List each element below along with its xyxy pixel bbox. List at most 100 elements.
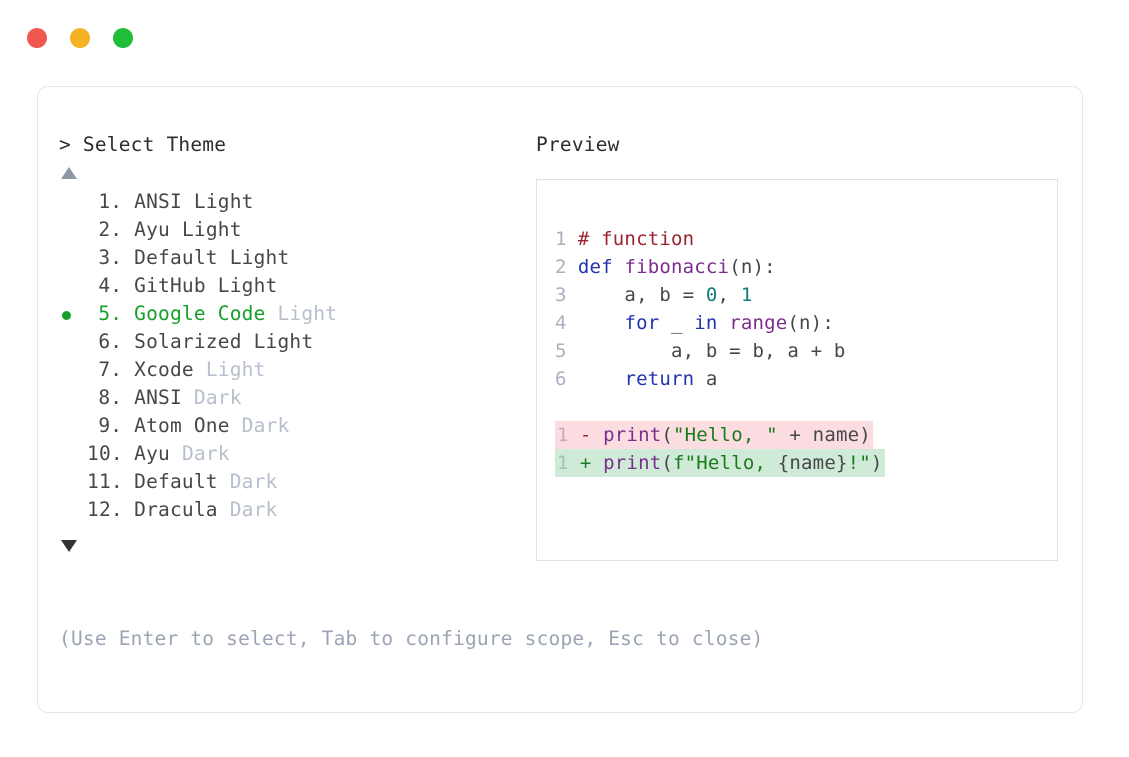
theme-item-variant: Light bbox=[217, 274, 278, 297]
theme-list-item[interactable]: 2. Ayu Light bbox=[59, 216, 529, 244]
line-number: 3 bbox=[555, 284, 567, 306]
theme-item-name: Google Code bbox=[134, 302, 266, 325]
triangle-down-icon[interactable] bbox=[61, 540, 77, 552]
theme-item-number: 9. bbox=[98, 414, 123, 437]
theme-item-variant: Light bbox=[229, 246, 290, 269]
window-minimize-dot[interactable] bbox=[70, 28, 90, 48]
theme-item-name: GitHub bbox=[134, 274, 206, 297]
theme-item-number: 2. bbox=[98, 218, 123, 241]
theme-list-item[interactable]: 12. Dracula Dark bbox=[59, 496, 529, 524]
code-token: a, b = b, a + b bbox=[577, 340, 846, 362]
code-token: "Hello, " bbox=[673, 424, 778, 446]
code-token: (n): bbox=[787, 312, 834, 334]
keyboard-hint: (Use Enter to select, Tab to configure s… bbox=[59, 627, 764, 650]
diff-highlight: 1+ print(f"Hello, {name}!") bbox=[555, 449, 885, 477]
diff-line-add: 1+ print(f"Hello, {name}!") bbox=[537, 449, 1057, 477]
triangle-up-icon[interactable] bbox=[61, 167, 77, 179]
code-token: ( bbox=[661, 452, 673, 474]
theme-item-number: 11. bbox=[87, 470, 123, 493]
theme-item-name: ANSI bbox=[134, 190, 182, 213]
prompt-row: > Select Theme bbox=[59, 133, 529, 157]
code-token: _ bbox=[659, 312, 695, 334]
diff-line-del: 1- print("Hello, " + name) bbox=[537, 421, 1057, 449]
line-number: 2 bbox=[555, 256, 567, 278]
theme-list-item[interactable]: 11. Default Dark bbox=[59, 468, 529, 496]
theme-item-variant: Light bbox=[181, 218, 242, 241]
theme-item-variant: Dark bbox=[181, 442, 230, 465]
theme-item-name: Default bbox=[134, 246, 218, 269]
theme-item-name: ANSI bbox=[134, 386, 182, 409]
code-token: print bbox=[603, 424, 662, 446]
theme-item-number: 10. bbox=[87, 442, 123, 465]
theme-item-variant: Dark bbox=[229, 470, 278, 493]
line-number: 1 bbox=[557, 424, 569, 446]
code-token: (n): bbox=[729, 256, 776, 278]
theme-list-item[interactable]: 3. Default Light bbox=[59, 244, 529, 272]
selected-bullet-icon bbox=[62, 311, 71, 320]
theme-list-item[interactable]: 7. Xcode Light bbox=[59, 356, 529, 384]
code-token: , bbox=[717, 284, 741, 306]
diff-sign: - bbox=[579, 424, 592, 446]
theme-list-item[interactable]: 9. Atom One Dark bbox=[59, 412, 529, 440]
preview-label: Preview bbox=[536, 133, 620, 156]
code-token: ( bbox=[661, 424, 673, 446]
page-title: Select Theme bbox=[82, 133, 227, 156]
line-number: 4 bbox=[555, 312, 567, 334]
code-token: 0 bbox=[705, 284, 718, 306]
theme-item-number: 12. bbox=[87, 498, 123, 521]
code-token: # function bbox=[577, 228, 695, 250]
theme-item-variant: Light bbox=[205, 358, 266, 381]
code-token: range bbox=[729, 312, 788, 334]
code-token: in bbox=[694, 312, 718, 334]
code-token: def bbox=[577, 256, 625, 278]
code-token: for bbox=[624, 312, 660, 334]
theme-item-name: Default bbox=[134, 470, 218, 493]
line-number: 1 bbox=[557, 452, 569, 474]
theme-item-name: Ayu bbox=[134, 442, 170, 465]
code-token: a, b = bbox=[577, 284, 706, 306]
code-token: print bbox=[603, 452, 662, 474]
theme-list-item[interactable]: 8. ANSI Dark bbox=[59, 384, 529, 412]
theme-item-variant: Dark bbox=[193, 386, 242, 409]
code-blank-line bbox=[537, 393, 1057, 421]
line-number: 6 bbox=[555, 368, 567, 390]
code-token: f"Hello, bbox=[673, 452, 778, 474]
theme-item-variant: Light bbox=[277, 302, 338, 325]
theme-item-name: Dracula bbox=[134, 498, 218, 521]
code-line: 5 a, b = b, a + b bbox=[537, 337, 1057, 365]
theme-list-item[interactable]: 6. Solarized Light bbox=[59, 328, 529, 356]
code-token: + name) bbox=[777, 424, 871, 446]
theme-item-number: 5. bbox=[98, 302, 123, 325]
code-token: ) bbox=[870, 452, 883, 474]
theme-list-item[interactable]: 10. Ayu Dark bbox=[59, 440, 529, 468]
window-maximize-dot[interactable] bbox=[113, 28, 133, 48]
theme-item-name: Xcode bbox=[134, 358, 194, 381]
theme-list-item[interactable]: 5. Google Code Light bbox=[59, 300, 529, 328]
diff-highlight: 1- print("Hello, " + name) bbox=[555, 421, 873, 449]
theme-item-number: 3. bbox=[98, 246, 123, 269]
theme-item-number: 8. bbox=[98, 386, 123, 409]
line-number: 1 bbox=[555, 228, 567, 250]
window-controls bbox=[27, 28, 133, 48]
theme-item-number: 4. bbox=[98, 274, 123, 297]
theme-item-variant: Dark bbox=[241, 414, 290, 437]
theme-list-item[interactable]: 1. ANSI Light bbox=[59, 188, 529, 216]
code-token: 1 bbox=[740, 284, 753, 306]
theme-item-variant: Light bbox=[193, 190, 254, 213]
code-token: a bbox=[694, 368, 718, 390]
theme-item-number: 6. bbox=[98, 330, 123, 353]
theme-item-name: Atom One bbox=[134, 414, 230, 437]
theme-list-item[interactable]: 4. GitHub Light bbox=[59, 272, 529, 300]
code-token bbox=[578, 312, 625, 334]
window-close-dot[interactable] bbox=[27, 28, 47, 48]
code-token bbox=[718, 312, 730, 334]
theme-item-name: Solarized bbox=[134, 330, 242, 353]
prompt-symbol: > bbox=[59, 133, 71, 156]
code-line: 1 # function bbox=[537, 225, 1057, 253]
code-line: 4 for _ in range(n): bbox=[537, 309, 1057, 337]
